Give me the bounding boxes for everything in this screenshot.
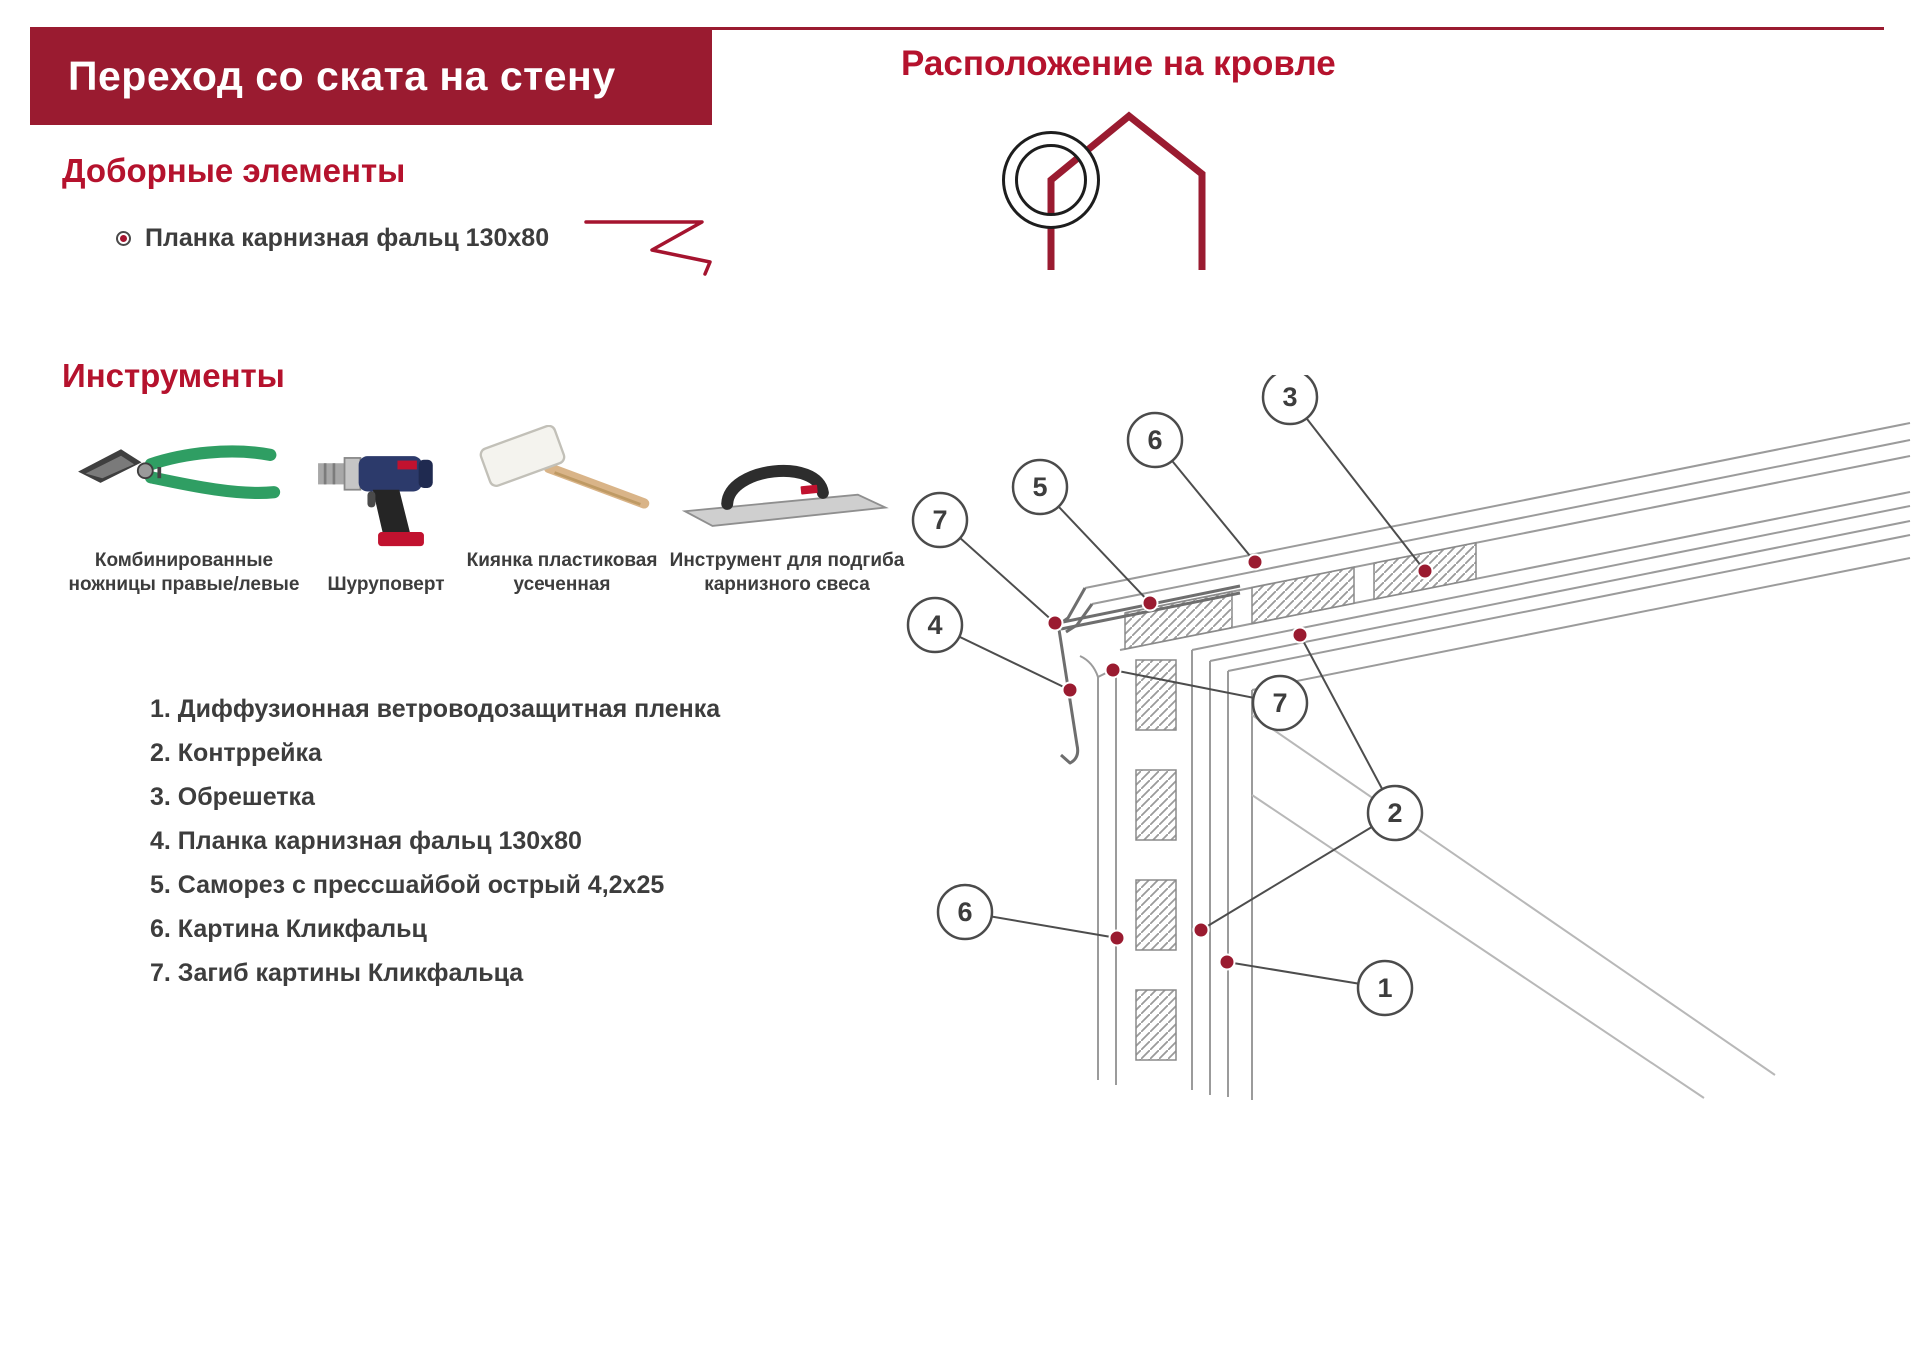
callout-5-number: 5	[1032, 472, 1047, 502]
page-title: Переход со ската на стену	[68, 52, 616, 99]
callout-3-number: 3	[1282, 382, 1297, 412]
marker-dot	[1046, 614, 1064, 632]
marker-dot	[1108, 929, 1126, 947]
tool-snips-caption: Комбинированные ножницы правые/левые	[68, 550, 300, 595]
legend-item-2: 2. Контррейка	[150, 739, 322, 767]
marker-dot	[1291, 626, 1309, 644]
accessories-heading: Доборные элементы	[62, 152, 406, 189]
callout-connectors	[934, 396, 1426, 989]
legend-list: 1. Диффузионная ветроводозащитная пленка…	[150, 695, 720, 1003]
roof-location-title: Расположение на кровле	[901, 44, 1336, 83]
tool-drill: Шуруповерт	[310, 429, 462, 597]
house-location-icon	[1002, 111, 1206, 270]
callout-7-eave-number: 7	[932, 505, 947, 535]
marker-dot	[1218, 953, 1236, 971]
callout-5: 5	[1011, 458, 1069, 516]
marker-dot	[1246, 553, 1264, 571]
tools-heading: Инструменты	[62, 357, 285, 394]
marker-dot	[1061, 681, 1079, 699]
bending-tool-icon	[681, 465, 889, 527]
callout-4: 4	[906, 596, 964, 654]
legend-item-3: 3. Обрешетка	[150, 783, 315, 811]
tool-mallet: Киянка пластиковая усеченная	[462, 405, 662, 597]
marker-dot	[1141, 594, 1159, 612]
marker-dot	[1104, 661, 1122, 679]
callout-7-wall-number: 7	[1272, 688, 1287, 718]
tool-bending-caption: Инструмент для подгиба карнизного свеса	[669, 550, 905, 595]
callout-6-wall: 6	[936, 883, 994, 941]
tool-bending: Инструмент для подгиба карнизного свеса	[662, 405, 912, 597]
marker-dot	[1192, 921, 1210, 939]
tool-snips-icon-box	[72, 405, 297, 537]
accessory-item-label: Планка карнизная фальц 130x80	[145, 224, 550, 252]
snips-icon	[77, 445, 280, 499]
callout-3: 3	[1261, 375, 1319, 426]
callout-6-wall-number: 6	[957, 897, 972, 927]
house-outline	[1047, 111, 1206, 270]
roof-layer-lines	[1084, 422, 1911, 691]
tools-row: Комбинированные ножницы правые/левые Шур…	[58, 405, 912, 597]
highlight-ring-inner	[1015, 144, 1087, 216]
receding-lines	[1251, 714, 1776, 1099]
legend-item-6: 6. Картина Кликфальц	[150, 915, 427, 943]
marker-dots	[1046, 553, 1434, 971]
callout-2: 2	[1366, 784, 1424, 842]
tool-snips: Комбинированные ножницы правые/левые	[58, 405, 310, 597]
tool-bending-icon-box	[676, 405, 898, 537]
drill-icon	[318, 455, 433, 546]
wall-structure	[1079, 650, 1253, 1100]
legend-item-1: 1. Диффузионная ветроводозащитная пленка	[150, 695, 721, 723]
accessory-item: Планка карнизная фальц 130x80	[118, 224, 549, 253]
tool-drill-caption: Шуруповерт	[327, 573, 445, 595]
callout-6-roof: 6	[1126, 411, 1184, 469]
legend-item-5: 5. Саморез с прессшайбой острый 4,2x25	[150, 871, 665, 899]
marker-dot	[1416, 562, 1434, 580]
mallet-icon	[479, 425, 650, 509]
tool-drill-icon-box	[311, 429, 461, 561]
callout-6-roof-number: 6	[1147, 425, 1162, 455]
top-divider	[30, 27, 1884, 30]
legend-item-7: 7. Загиб картины Кликфальца	[150, 959, 524, 987]
callout-7-wall: 7	[1251, 674, 1309, 732]
callout-7-eave: 7	[911, 491, 969, 549]
callout-1: 1	[1356, 959, 1414, 1017]
flashing-profile-drawing	[584, 220, 712, 276]
callout-2-number: 2	[1387, 798, 1402, 828]
tool-mallet-icon-box	[467, 405, 657, 537]
bullet-dot-icon	[118, 233, 129, 244]
callout-1-number: 1	[1377, 973, 1392, 1003]
title-bar: Переход со ската на стену	[30, 27, 712, 125]
eaves-section-diagram: 3 6 5 7 4 7 2 6	[906, 375, 1911, 1100]
callout-4-number: 4	[927, 610, 942, 640]
highlight-ring-white	[1004, 133, 1098, 227]
highlight-ring-outer	[1002, 131, 1100, 229]
tool-mallet-caption: Киянка пластиковая усеченная	[466, 550, 658, 595]
legend-item-4: 4. Планка карнизная фальц 130x80	[150, 827, 582, 855]
